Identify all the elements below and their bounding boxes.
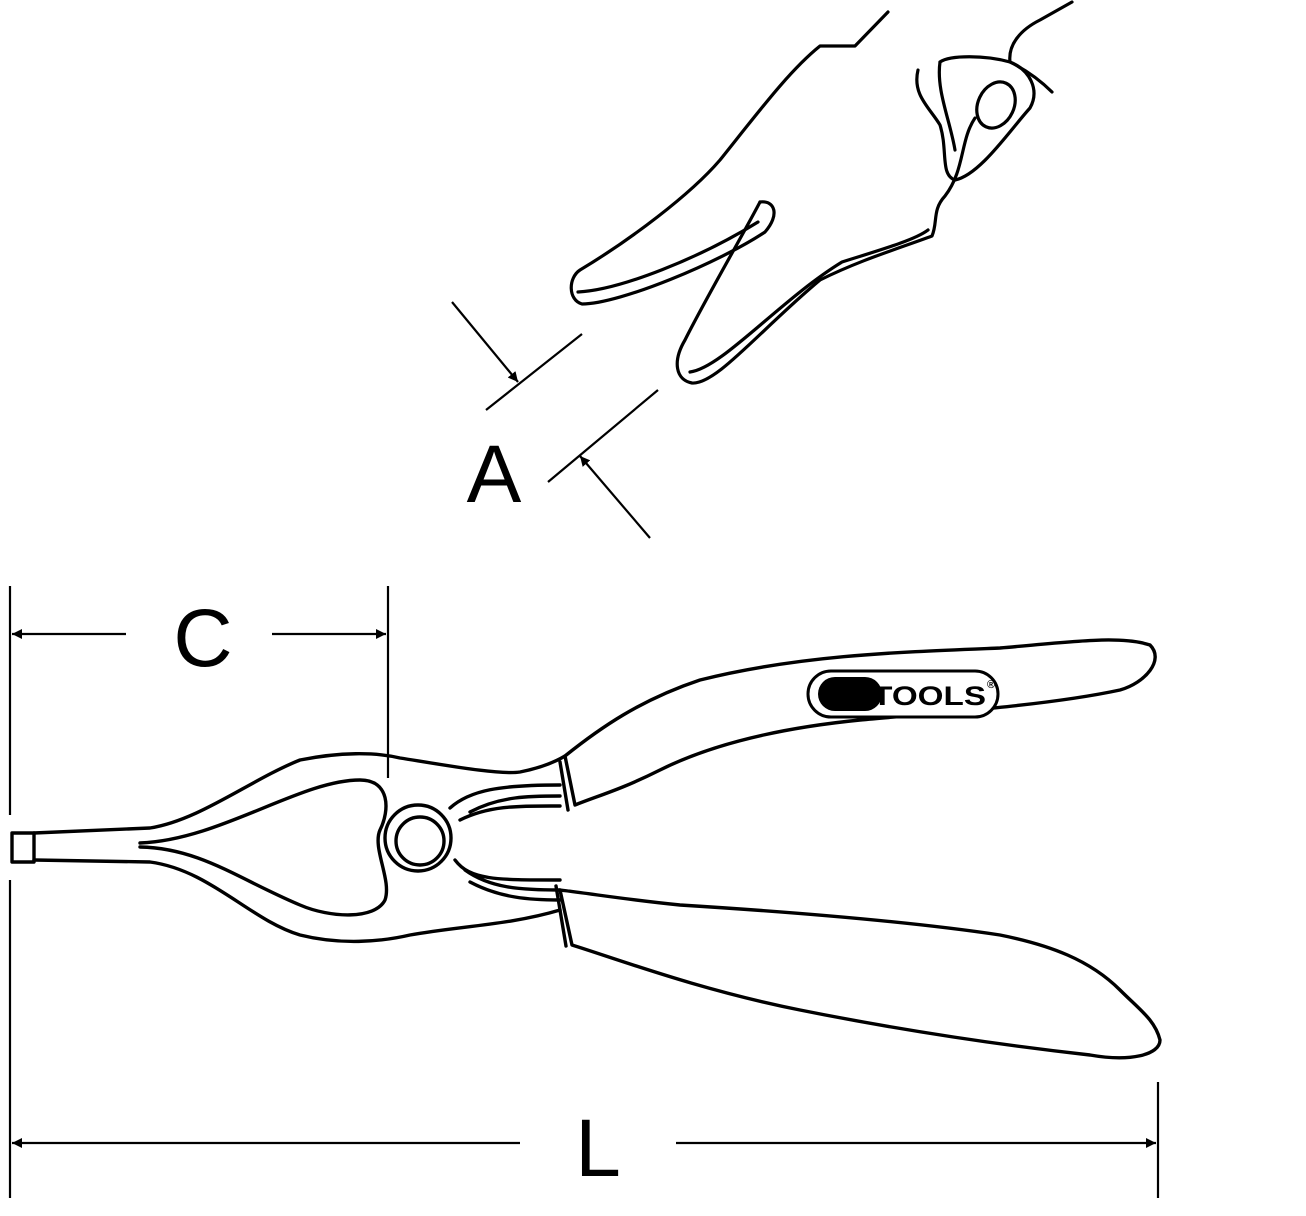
pliers-lower-ferrule [554,884,568,948]
dimension-c [8,586,390,815]
dimension-a-label: A [467,429,522,520]
pliers-pivot-inner [394,815,446,867]
detail-pivot [975,80,1017,130]
pliers-upper-ferrule [558,760,570,812]
ks-tools-logo: KSTOOLS ® [806,669,1000,719]
pliers-upper-jaw [32,752,567,835]
dimension-l-label: L [575,1103,621,1194]
dimension-a [451,301,659,539]
pliers-pivot-outer [383,803,453,873]
dimension-a-arrow-lower [579,455,651,539]
detail-hinge-housing [915,55,1036,182]
pliers-throat-lower [453,858,562,902]
logo-inner-pill [818,677,882,711]
pliers-lower-handle [558,888,1162,1060]
detail-upper-jaw-inner [576,220,760,294]
logo-registered-mark: ® [987,679,995,691]
detail-handle-edge [1008,0,1074,94]
pliers-main-view [10,638,1162,1060]
logo-brand-text: KSTOOLS [826,681,986,711]
detail-jaw-ridge [937,60,957,152]
dimension-c-label: C [173,593,232,684]
pliers-upper-handle [563,638,1157,807]
dimension-l [8,880,1160,1198]
dimension-a-extension-upper [485,333,583,411]
detail-upper-jaw [569,10,890,306]
pliers-jaw-window [138,778,389,917]
detail-lower-jaw-inner [688,228,930,374]
dimension-a-extension-lower [547,389,659,483]
pliers-jaw-tips [10,831,36,864]
jaw-detail-view [569,0,1074,385]
pliers-throat-upper [448,783,562,822]
pliers-lower-jaw [32,858,562,944]
dimension-a-arrow-upper [451,301,519,383]
detail-lower-jaw [675,116,977,385]
